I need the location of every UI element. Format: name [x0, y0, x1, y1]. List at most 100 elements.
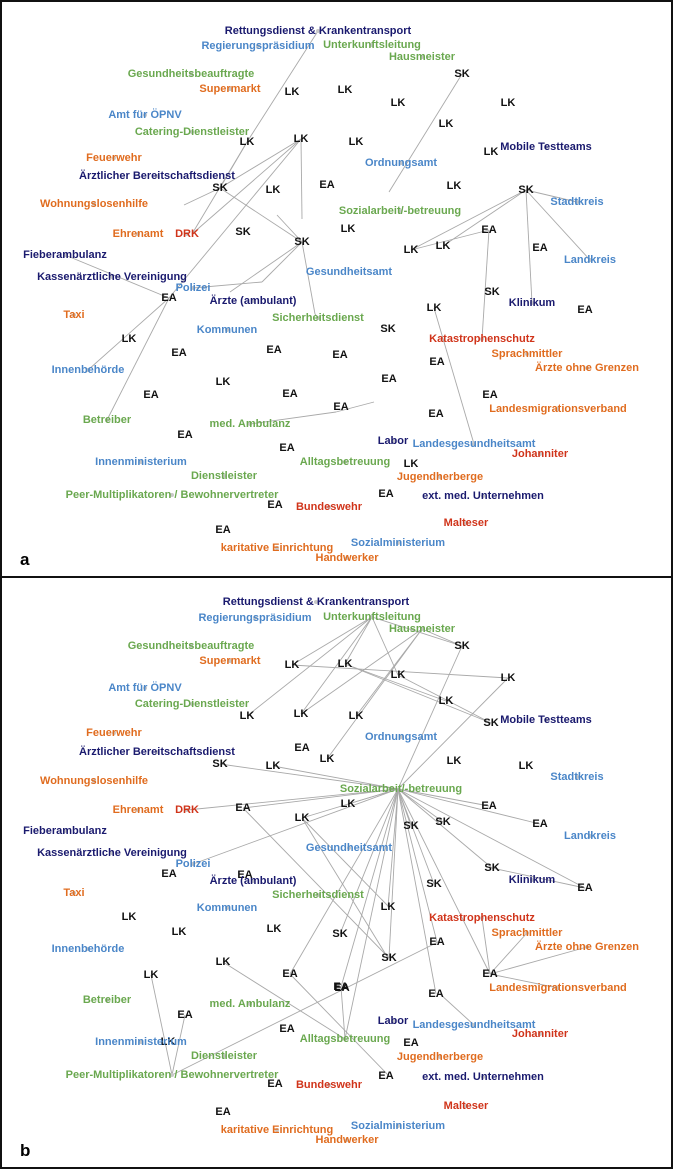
edge-line	[219, 763, 399, 790]
node-marker-sk: SK	[426, 878, 441, 890]
node-dot	[72, 891, 76, 895]
node-dot	[190, 130, 194, 134]
node-dot	[588, 834, 592, 838]
node-marker-ea: EA	[428, 988, 443, 1000]
edge-line	[229, 241, 303, 293]
node-marker-ea: EA	[282, 968, 297, 980]
edge-line	[371, 616, 399, 676]
node-marker-ea: EA	[334, 982, 349, 994]
node-label-drk: DRK	[175, 228, 199, 240]
edge-line	[340, 986, 346, 1040]
node-dot	[86, 947, 90, 951]
edge-line	[300, 628, 423, 715]
node-dot	[472, 442, 476, 446]
node-label-hausmeister: Hausmeister	[389, 51, 456, 63]
edges	[64, 30, 591, 445]
node-marker-sk: SK	[381, 952, 396, 964]
node-dot	[155, 750, 159, 754]
edge-line	[300, 138, 303, 220]
node-label-landesgesundheitsamt: Landesgesundheitsamt	[413, 1019, 536, 1031]
edge-line	[300, 616, 373, 715]
node-dot	[345, 556, 349, 560]
node-marker-ea: EA	[267, 499, 282, 511]
node-marker-sk: SK	[454, 68, 469, 80]
node-label-amt-fuer-oepnv: Amt für ÖPNV	[108, 108, 182, 121]
edge-line	[335, 401, 375, 413]
edge-line	[489, 932, 528, 975]
node-label-katastrophenschutz: Katastrophenschutz	[429, 333, 535, 345]
node-marker-ea: EA	[577, 304, 592, 316]
node-label-landesmigrationsverband: Landesmigrationsverband	[489, 403, 627, 415]
edge-line	[525, 189, 578, 203]
node-marker-ea: EA	[267, 1078, 282, 1090]
node-dot	[222, 474, 226, 478]
edge-line	[347, 788, 399, 805]
node-marker-sk: SK	[212, 758, 227, 770]
node-dot	[585, 366, 589, 370]
edge-line	[291, 664, 509, 679]
node-marker-lk: LK	[391, 669, 406, 681]
node-marker-lk: LK	[285, 86, 300, 98]
edge-line	[397, 674, 492, 724]
node-label-innenministerium: Innenministerium	[95, 456, 187, 468]
node-marker-ea: EA	[481, 800, 496, 812]
node-dot	[530, 878, 534, 882]
node-dot	[530, 301, 534, 305]
node-label-med-ambulanz: med. Ambulanz	[210, 418, 291, 430]
node-label-alltagsbetreuung: Alltagsbetreuung	[300, 456, 390, 468]
edge-line	[387, 788, 399, 908]
edge-line	[289, 973, 390, 1077]
node-label-malteser: Malteser	[444, 517, 489, 529]
edge-line	[525, 189, 533, 304]
node-label-ext-med-unternehmen: ext. med. Unternehmen	[422, 490, 544, 502]
node-marker-ea: EA	[333, 401, 348, 413]
central-node-label: Sozialarbeit/-betreuung	[340, 783, 462, 795]
node-marker-ea: EA	[482, 968, 497, 980]
edge-line	[192, 788, 399, 865]
edge-line	[491, 867, 586, 889]
node-label-feuerwehr: Feuerwehr	[86, 152, 142, 164]
node-label-ehrenamt: Ehrenamt	[113, 804, 164, 816]
node-label-kassenaerztliche-vereinigung: Kassenärztliche Vereinigung	[37, 271, 187, 283]
node-dot	[525, 352, 529, 356]
node-label-labor: Labor	[378, 1015, 409, 1027]
node-label-sprachmittler: Sprachmittler	[492, 348, 564, 360]
node-dot	[525, 931, 529, 935]
node-label-gesundheitsbeauftragte: Gesundheitsbeauftragte	[128, 640, 255, 652]
node-marker-ea: EA	[171, 347, 186, 359]
edge-line	[344, 788, 399, 1040]
node-label-peer-multiplikatoren-bewohnervertreter: Peer-Multiplikatoren / Bewohnervertreter	[66, 1069, 279, 1081]
node-marker-ea: EA	[428, 408, 443, 420]
node-marker-ea: EA	[143, 389, 158, 401]
node-label-polizei: Polizei	[176, 858, 211, 870]
node-label-wohnungslosenhilfe: Wohnungslosenhilfe	[40, 775, 148, 787]
node-marker-ea: EA	[294, 742, 309, 754]
node-dot	[544, 145, 548, 149]
edge-line	[344, 663, 492, 724]
node-dot	[370, 43, 374, 47]
node-dot	[248, 422, 252, 426]
node-dot	[112, 156, 116, 160]
edge-line	[397, 677, 509, 790]
central-node-label: Gesundheitsamt	[306, 266, 393, 278]
node-label-aerztlicher-bereitschaftsdienst: Ärztlicher Bereitschaftsdienst	[79, 169, 235, 182]
node-label-kommunen: Kommunen	[197, 902, 258, 914]
node-dot	[396, 1124, 400, 1128]
edge-line	[301, 817, 389, 959]
node-label-klinikum: Klinikum	[509, 297, 556, 309]
node-marker-ea: EA	[429, 356, 444, 368]
node-marker-ea: EA	[161, 292, 176, 304]
node-label-sicherheitsdienst: Sicherheitsdienst	[272, 312, 364, 324]
edge-line	[291, 616, 373, 666]
edge-line	[246, 30, 319, 143]
node-label-ordnungsamt: Ordnungsamt	[365, 157, 437, 169]
node-dot	[256, 44, 260, 48]
node-marker-ea: EA	[403, 1037, 418, 1049]
edge-line	[525, 189, 591, 261]
edge-line	[64, 254, 170, 299]
node-dot	[136, 808, 140, 812]
node-label-malteser: Malteser	[444, 1100, 489, 1112]
node-label-hausmeister: Hausmeister	[389, 623, 456, 635]
